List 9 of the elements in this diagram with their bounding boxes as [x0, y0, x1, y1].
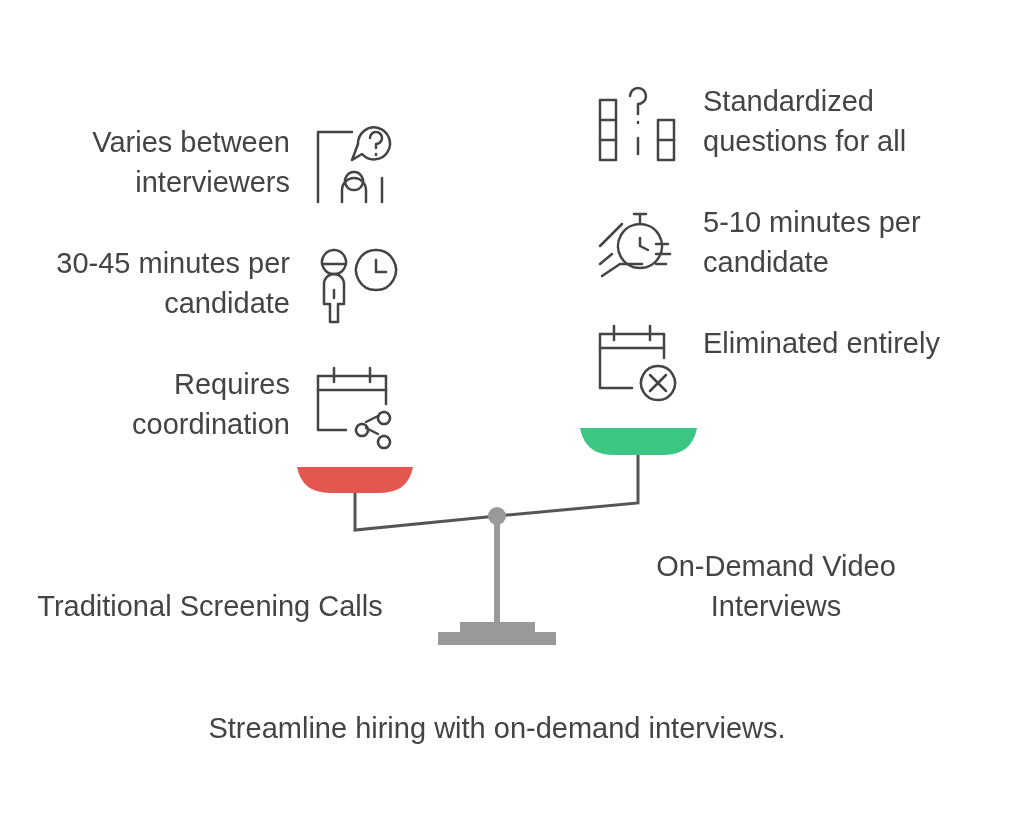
- comparison-text: Varies between interviewers: [91, 125, 290, 200]
- option-label: On-Demand Video Interviews: [655, 549, 897, 624]
- comparison-text: 30-45 minutes per candidate: [55, 246, 290, 321]
- comparison-text: Requires coordination: [131, 367, 290, 442]
- comparison-text: Eliminated entirely: [703, 326, 941, 361]
- caption: Streamline hiring with on-demand interviews.: [207, 711, 787, 746]
- comparison-text: 5-10 minutes per candidate: [703, 205, 922, 280]
- comparison-text: Standardized questions for all: [703, 84, 908, 159]
- option-label: Traditional Screening Calls: [36, 589, 384, 624]
